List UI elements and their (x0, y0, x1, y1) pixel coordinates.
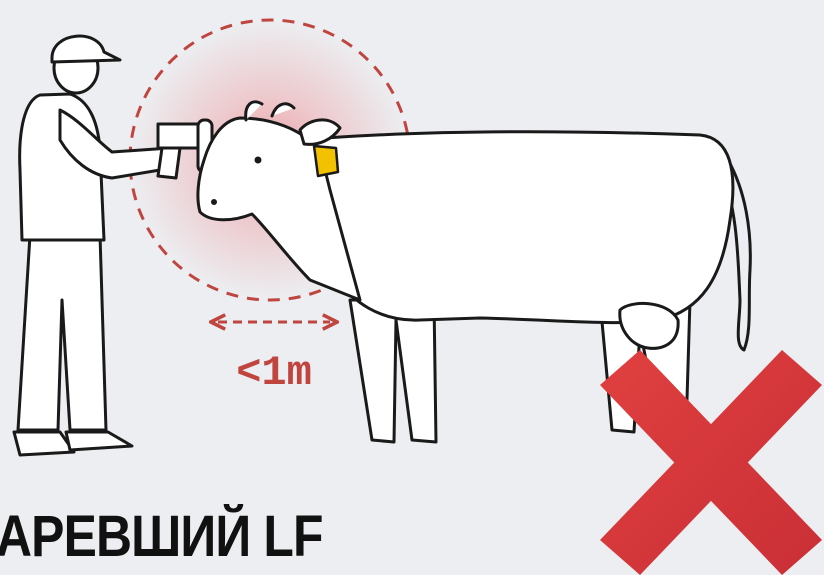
cow-eye (255, 157, 262, 164)
cow-nostril (211, 199, 217, 205)
distance-label: <1m (236, 349, 312, 397)
ear-tag-icon (314, 146, 338, 176)
red-x-cross-icon (600, 350, 822, 575)
caption-heading: АРЕВШИЙ LF (0, 508, 323, 566)
